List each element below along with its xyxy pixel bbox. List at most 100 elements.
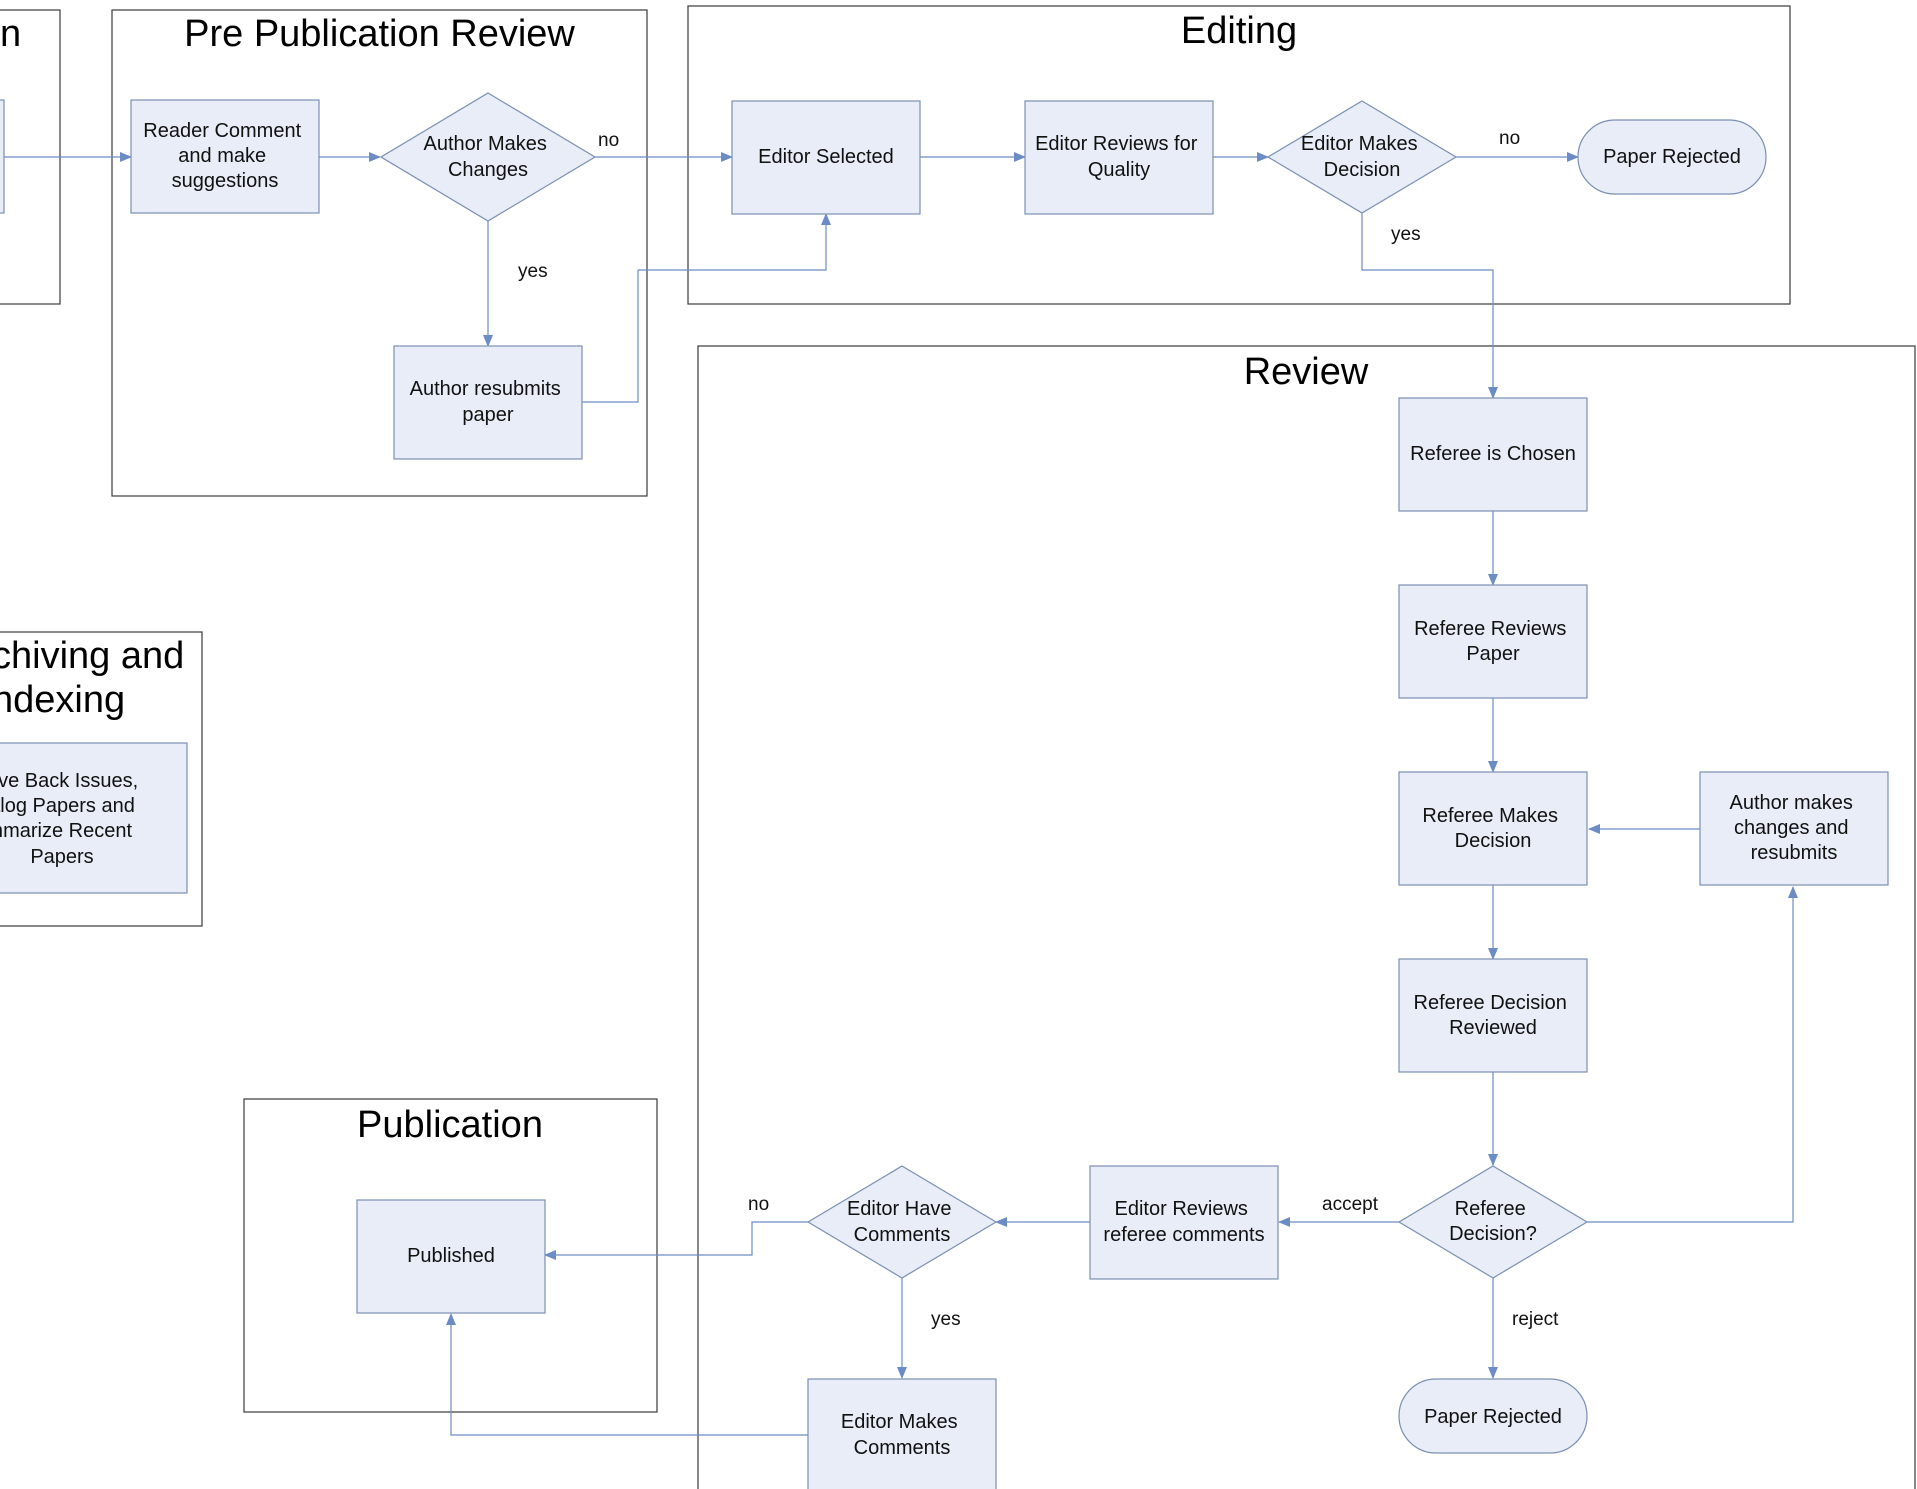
svg-text:Referee Decision?: Referee Decision? [1449, 1198, 1537, 1245]
flow-editor-decision-yes-to-referee-chosen [1361, 213, 1498, 399]
label-editor-comments-no: no [748, 1194, 769, 1215]
svg-text:erve Back Issues, talog: erve Back Issues, talog Papers and mmari… [0, 770, 144, 868]
svg-text:Editor Have Comments: Editor Have Comments [847, 1198, 957, 1246]
svg-text:Paper Rejected: Paper Rejected [1603, 146, 1741, 168]
process-referee-reviews-paper: Referee Reviews Paper [1398, 584, 1588, 699]
process-published: Published [356, 1199, 546, 1314]
process-editor-selected: Editor Selected [731, 100, 921, 215]
label-editor-decision-no: no [1499, 128, 1520, 149]
svg-text:Author resubmits paper: Author resubmits paper [410, 378, 567, 426]
frame-submission-title: n [0, 13, 21, 55]
frame-archiving-indexing: chiving and ndexing [0, 631, 203, 927]
process-editor-reviews-referee-comments: Editor Reviews referee comments [1089, 1165, 1279, 1280]
decision-referee-decision: Referee Decision? [1397, 1165, 1589, 1279]
svg-text:Author Makes Changes: Author Makes Changes [424, 133, 553, 181]
svg-text:Reader Comment and make: Reader Comment and make suggestions [143, 120, 306, 192]
referee-decision-reviewed-line2: Reviewed [1449, 1017, 1537, 1039]
serve-back-issues-line4: Papers [30, 846, 93, 868]
editor-have-comments-line2: Comments [854, 1224, 951, 1246]
svg-text:Referee Makes Decision: Referee Makes Decision [1422, 805, 1563, 852]
reader-comment-line2: and make [178, 145, 266, 167]
editor-reviews-quality-line2: Quality [1088, 159, 1150, 181]
serve-back-issues-line1: erve Back Issues, [0, 770, 138, 792]
svg-text:Referee Decision Reviewe: Referee Decision Reviewed [1414, 992, 1573, 1039]
reader-comment-line1: Reader Comment [143, 120, 301, 142]
author-makes-changes-line2: Changes [448, 159, 528, 181]
connectors [0, 152, 1798, 1436]
process-referee-decision-reviewed: Referee Decision Reviewed [1398, 958, 1588, 1073]
label-referee-reject: reject [1512, 1309, 1559, 1330]
frame-editing: Editing [687, 5, 1791, 305]
author-resubmits-line1: Author resubmits [410, 378, 561, 400]
flow-makes-comments-to-published [446, 1313, 808, 1436]
svg-text:Editor Makes Comments: Editor Makes Comments [841, 1411, 963, 1459]
frame-archiving-title-line1: chiving and [0, 635, 184, 677]
referee-reviews-paper-line1: Referee Reviews [1414, 618, 1566, 640]
process-referee-chosen: Referee is Chosen [1398, 397, 1588, 512]
svg-text:Editor Reviews referee c: Editor Reviews referee comments [1103, 1198, 1264, 1246]
editor-selected-line1: Editor Selected [758, 146, 894, 168]
referee-decision-reviewed-line1: Referee Decision [1414, 992, 1567, 1014]
serve-back-issues-line3: mmarize Recent [0, 820, 132, 842]
svg-text:Published: Published [407, 1245, 495, 1267]
label-author-changes-yes: yes [518, 261, 548, 282]
svg-text:Paper Rejected: Paper Rejected [1424, 1406, 1562, 1428]
terminal-paper-rejected-editing: Paper Rejected [1577, 119, 1767, 195]
flow-resubmit-to-editor-selected [582, 213, 831, 403]
decision-author-makes-changes: Author Makes Changes [379, 92, 597, 222]
decision-editor-makes-decision: Editor Makes Decision [1266, 100, 1458, 214]
author-makes-changes-line1: Author Makes [424, 133, 547, 155]
paper-rejected-review-line1: Paper Rejected [1424, 1406, 1562, 1428]
flow-referee-decision-to-author-changes [1587, 886, 1798, 1223]
process-author-resubmits-paper: Author resubmits paper [393, 345, 583, 460]
process-submission-partial [0, 99, 5, 214]
process-referee-makes-decision: Referee Makes Decision [1398, 771, 1588, 886]
terminal-paper-rejected-review: Paper Rejected [1398, 1378, 1588, 1454]
label-editor-decision-yes: yes [1391, 224, 1421, 245]
label-editor-comments-yes: yes [931, 1309, 961, 1330]
author-changes-resubmits-line3: resubmits [1751, 842, 1838, 864]
editor-makes-comments-line1: Editor Makes [841, 1411, 958, 1433]
frame-review: Review [697, 345, 1916, 1489]
label-author-changes-no: no [598, 130, 619, 151]
editor-makes-comments-line2: Comments [854, 1437, 951, 1459]
svg-text:Author makes changes and: Author makes changes and resubmits [1730, 792, 1859, 864]
svg-text:Referee Reviews Paper: Referee Reviews Paper [1414, 618, 1572, 665]
editor-reviews-referee-line2: referee comments [1103, 1224, 1264, 1246]
edge-labels: no yes no yes accept reject no yes [518, 128, 1559, 1330]
frame-pre-publication-review: Pre Publication Review [111, 9, 648, 497]
editor-reviews-quality-line1: Editor Reviews for [1035, 133, 1198, 155]
process-reader-comment: Reader Comment and make suggestions [130, 99, 320, 214]
frame-review-title: Review [1244, 351, 1369, 393]
editor-makes-decision-line1: Editor Makes [1301, 133, 1418, 155]
decision-editor-have-comments: Editor Have Comments [806, 1165, 998, 1279]
published-line1: Published [407, 1245, 495, 1267]
flow-have-comments-no-to-published [544, 1221, 808, 1260]
svg-text:Editor Reviews for Quali: Editor Reviews for Quality [1035, 133, 1203, 181]
serve-back-issues-line2: talog Papers and [0, 795, 135, 817]
referee-makes-decision-line1: Referee Makes [1422, 805, 1558, 827]
svg-text:Editor Makes Decision: Editor Makes Decision [1301, 133, 1423, 181]
process-editor-makes-comments: Editor Makes Comments [807, 1378, 997, 1489]
referee-decision-line2: Decision? [1449, 1223, 1537, 1245]
editor-reviews-referee-line1: Editor Reviews [1115, 1198, 1248, 1220]
process-author-makes-changes-resubmits: Author makes changes and resubmits [1699, 771, 1889, 886]
frame-pre-publication-title: Pre Publication Review [184, 13, 575, 55]
frame-publication-title: Publication [357, 1104, 543, 1146]
paper-rejected-editing-line1: Paper Rejected [1603, 146, 1741, 168]
svg-text:Editor Selected: Editor Selected [758, 146, 894, 168]
referee-decision-line1: Referee [1455, 1198, 1526, 1220]
editor-makes-decision-line2: Decision [1324, 159, 1401, 181]
frame-archiving-title-line2: ndexing [0, 679, 125, 721]
frame-editing-title: Editing [1181, 10, 1297, 52]
process-serve-back-issues-partial: erve Back Issues, talog Papers and mmari… [0, 742, 188, 894]
referee-makes-decision-line2: Decision [1455, 830, 1532, 852]
editor-have-comments-line1: Editor Have [847, 1198, 952, 1220]
process-editor-reviews-quality: Editor Reviews for Quality [1024, 100, 1214, 215]
referee-chosen-line1: Referee is Chosen [1410, 443, 1576, 465]
author-resubmits-line2: paper [462, 404, 513, 426]
svg-text:Referee is Chosen: Referee is Chosen [1410, 443, 1576, 465]
referee-reviews-paper-line2: Paper [1466, 643, 1520, 665]
label-referee-accept: accept [1322, 1194, 1379, 1215]
